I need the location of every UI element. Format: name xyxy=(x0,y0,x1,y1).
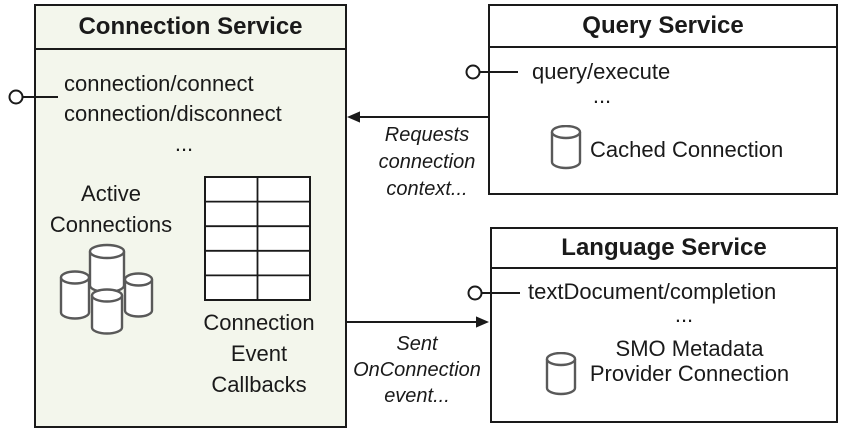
smo-metadata-provider-label: SMO Metadata Provider Connection xyxy=(589,336,790,386)
method-textdocument-completion: textDocument/completion xyxy=(528,279,777,304)
connection-service-title: Connection Service xyxy=(36,6,345,50)
method-connection-connect: connection/connect xyxy=(64,71,254,96)
database-icon xyxy=(550,125,582,170)
ellipsis-more-methods: ... xyxy=(592,83,612,108)
language-service-title: Language Service xyxy=(492,229,836,269)
requests-connection-context-label: Requests connection context... xyxy=(378,124,476,200)
callbacks-table-icon xyxy=(204,176,311,301)
query-service-box: Query Service query/execute ... Cached C… xyxy=(488,4,838,195)
ellipsis-more-methods: ... xyxy=(674,302,694,327)
query-service-title: Query Service xyxy=(490,6,836,48)
sent-onconnection-event-label: Sent OnConnection event... xyxy=(353,333,481,407)
ellipsis-more-methods: ... xyxy=(174,131,194,156)
connection-methods-list: connection/connect connection/disconnect… xyxy=(64,69,304,159)
method-connection-disconnect: connection/disconnect xyxy=(64,101,282,126)
sent-onconnection-arrow xyxy=(347,316,489,328)
method-query-execute: query/execute xyxy=(532,59,671,84)
connection-event-callbacks-label: Connection Event Callbacks xyxy=(203,310,315,397)
requests-connection-arrow xyxy=(347,111,488,123)
cached-connection-label: Cached Connection xyxy=(590,137,784,162)
connection-service-box: Connection Service connection/connect co… xyxy=(34,4,347,428)
database-cluster-icon xyxy=(59,243,154,335)
active-connections-label: Active Connections xyxy=(49,181,173,237)
database-icon xyxy=(545,352,577,396)
language-service-box: Language Service textDocument/completion… xyxy=(490,227,838,423)
